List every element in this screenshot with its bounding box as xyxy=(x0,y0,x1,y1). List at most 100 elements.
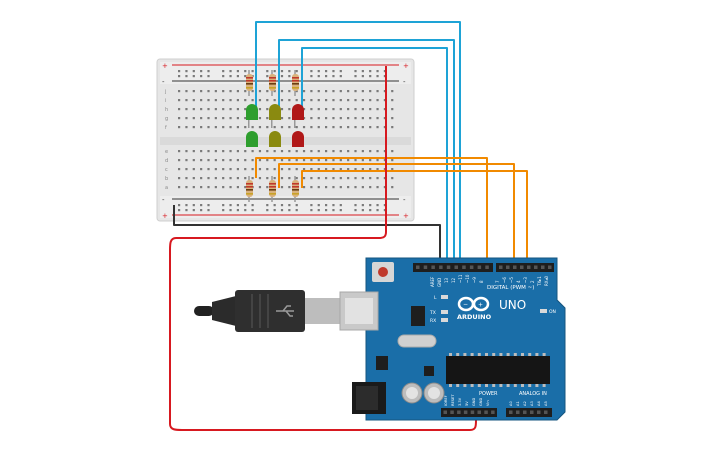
resistors xyxy=(246,70,299,202)
resistor-bottom-3-band-1 xyxy=(292,183,299,185)
digital-header-left xyxy=(413,263,493,272)
breadboard-hole xyxy=(332,159,335,162)
capacitor-2-top xyxy=(428,387,440,399)
breadboard-hole xyxy=(280,108,284,111)
breadboard-hole xyxy=(383,186,386,189)
breadboard-hole xyxy=(192,159,195,162)
chip-pin xyxy=(535,353,539,356)
arduino-uno-board: AREF GND 13 12 ~11 ~10 ~9 8 7 ~6 ~5 4 ~3… xyxy=(339,257,566,421)
breadboard-hole xyxy=(251,99,254,102)
header-pin-hole xyxy=(446,265,451,269)
row-letter-e: e xyxy=(165,149,168,155)
breadboard-hole xyxy=(339,108,342,111)
pin-label-vin: Vin xyxy=(486,400,490,406)
pin-label-a1: A1 xyxy=(516,401,520,406)
pin-label-1: TX▸1 xyxy=(537,276,542,287)
rail-hole xyxy=(354,209,357,212)
breadboard-hole xyxy=(178,99,181,102)
rail-hole xyxy=(376,75,379,78)
breadboard-hole xyxy=(192,177,195,180)
breadboard: + - + - - + - + j i h g f e d c b a xyxy=(156,58,415,222)
led-yellow-top-lead xyxy=(271,118,273,128)
breadboard-hole xyxy=(317,168,320,171)
rail-hole xyxy=(207,209,210,212)
breadboard-hole xyxy=(347,159,350,162)
tx-label: TX xyxy=(429,310,436,316)
breadboard-hole xyxy=(310,177,313,180)
resistor-top-3-band-4 xyxy=(292,87,299,89)
breadboard-hole xyxy=(325,168,328,171)
rail-minus-bottom-right: - xyxy=(403,196,406,204)
breadboard-hole xyxy=(376,150,379,153)
breadboard-hole xyxy=(391,126,394,129)
resistor-bottom-3-band-3 xyxy=(292,189,299,191)
icsp-header-body xyxy=(411,306,425,326)
chip-pin xyxy=(492,384,496,387)
breadboard-hole xyxy=(376,117,379,120)
breadboard-hole xyxy=(266,99,269,102)
rail-hole xyxy=(280,75,284,78)
breadboard-hole xyxy=(288,108,291,111)
rail-hole xyxy=(222,75,225,78)
breadboard-hole xyxy=(302,159,306,162)
breadboard-hole xyxy=(339,168,342,171)
breadboard-hole xyxy=(280,99,284,102)
header-pin-hole xyxy=(423,265,428,269)
rail-hole xyxy=(207,75,210,78)
breadboard-hole xyxy=(214,177,217,180)
breadboard-hole xyxy=(302,186,306,189)
usb-plug-housing xyxy=(235,290,305,332)
breadboard-hole xyxy=(376,168,379,171)
header-pin-hole xyxy=(462,265,466,269)
breadboard-hole xyxy=(354,108,357,111)
digital-header-right xyxy=(496,263,554,272)
breadboard-hole xyxy=(214,150,217,153)
breadboard-hole xyxy=(266,150,269,153)
resistor-top-1-band-4 xyxy=(246,87,253,89)
rail-hole xyxy=(185,75,188,78)
resistor-top-3-band-1 xyxy=(292,77,299,79)
breadboard-hole xyxy=(236,168,239,171)
leds xyxy=(246,104,304,147)
breadboard-hole xyxy=(236,90,239,93)
resistor-top-2-band-2 xyxy=(269,80,276,82)
rail-plus-bottom-left: + xyxy=(162,212,168,220)
arduino-brand: ARDUINO xyxy=(457,313,492,321)
rail-hole xyxy=(280,209,284,212)
header-pin-hole xyxy=(416,265,420,269)
chip-pin xyxy=(535,384,539,387)
pin-label-3: ~3 xyxy=(523,277,528,283)
resistor-top-1-band-3 xyxy=(246,83,253,85)
breadboard-hole xyxy=(244,99,247,102)
breadboard-hole xyxy=(354,90,357,93)
breadboard-hole xyxy=(361,108,364,111)
rail-hole xyxy=(280,70,284,73)
breadboard-hole xyxy=(317,186,320,189)
breadboard-hole xyxy=(200,90,203,93)
breadboard-hole xyxy=(214,168,217,171)
rail-hole xyxy=(200,204,203,207)
breadboard-hole xyxy=(214,186,217,189)
breadboard-hole xyxy=(369,108,372,111)
row-letter-j: j xyxy=(164,89,166,95)
rail-hole xyxy=(354,204,357,207)
breadboard-hole xyxy=(192,168,195,171)
chip-pin xyxy=(477,353,481,356)
chip-pin xyxy=(485,353,488,356)
pin-label-5v: 5V xyxy=(465,401,469,406)
breadboard-hole xyxy=(354,99,357,102)
reset-button[interactable] xyxy=(378,267,388,277)
chip-pin xyxy=(477,384,481,387)
rail-hole xyxy=(369,204,372,207)
header-pin-hole xyxy=(534,265,538,269)
header-pin-hole xyxy=(450,410,454,414)
breadboard-hole xyxy=(310,159,313,162)
breadboard-hole xyxy=(302,126,306,129)
breadboard-hole xyxy=(332,90,335,93)
rail-hole xyxy=(369,75,372,78)
pin-label-8: 8 xyxy=(479,280,484,283)
breadboard-hole xyxy=(369,186,372,189)
rail-plus-top-left: + xyxy=(162,62,168,70)
resistor-bottom-2 xyxy=(269,176,276,202)
arduino-logo-minus: − xyxy=(463,301,468,308)
